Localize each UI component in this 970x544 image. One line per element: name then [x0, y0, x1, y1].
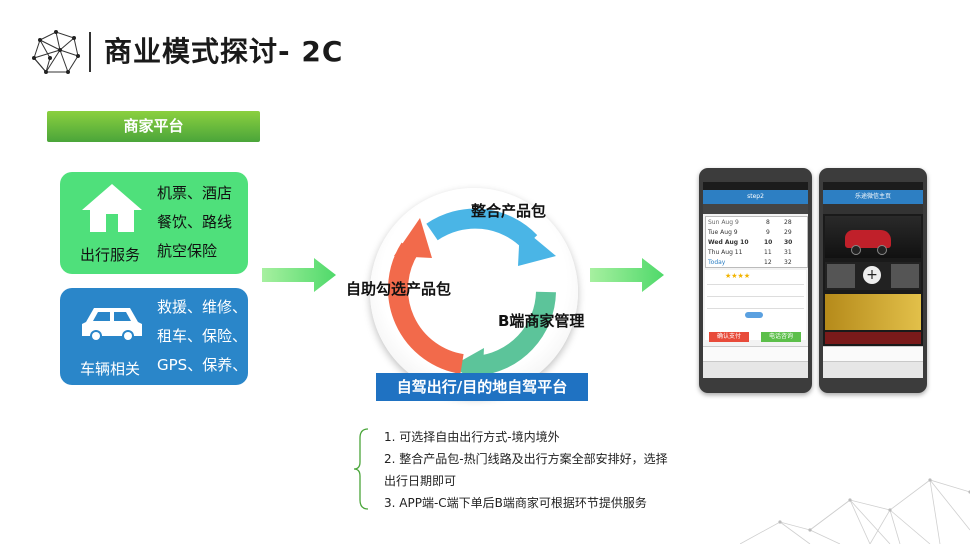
cycle-step-self-select: 自助勾选产品包: [346, 280, 452, 298]
car-icon: [82, 308, 142, 342]
add-icon[interactable]: +: [863, 266, 881, 284]
car-banner-image: [825, 216, 921, 258]
status-bar: [823, 182, 923, 190]
vehicle-service-label: 车辆相关: [80, 360, 141, 378]
right-arrow-icon: [590, 258, 664, 292]
list-item: 救援、维修、: [157, 298, 248, 316]
browser-nav-bar: [703, 361, 808, 378]
list-item: 租车、保险、: [157, 327, 248, 345]
decorative-mesh: [740, 478, 970, 544]
cycle-step-b-merchant: B端商家管理: [498, 312, 585, 330]
list-item: GPS、保养、: [157, 356, 248, 374]
promo-banner[interactable]: [825, 294, 921, 330]
status-bar: [703, 182, 808, 190]
call-consult-button[interactable]: 电话咨询: [761, 332, 801, 342]
phone-screen: 乐途微信主页 +: [823, 182, 923, 378]
cycle-step-integrate: 整合产品包: [471, 202, 547, 220]
vehicle-service-box: 车辆相关 救援、维修、 租车、保险、 GPS、保养、: [60, 288, 248, 385]
note-item: 1. 可选择自由出行方式-境内境外: [384, 430, 560, 444]
right-arrow-icon: [262, 258, 336, 292]
list-item: 航空保险: [157, 242, 218, 260]
browser-nav-bar: [823, 361, 923, 378]
phone-mockup-booking: step2 Sun Aug 9 Tue Aug 9 Wed Aug 10 Thu…: [699, 168, 812, 393]
toggle[interactable]: [745, 312, 763, 318]
vehicle-service-items: 救援、维修、 租车、保险、 GPS、保养、: [157, 293, 247, 380]
notes-list: 1. 可选择自由出行方式-境内境外 2. 整合产品包-热门线路及出行方案全部安排…: [384, 426, 674, 514]
travel-service-box: 出行服务 机票、酒店 餐饮、路线 航空保险: [60, 172, 248, 274]
form-area: ★★★★: [705, 270, 806, 340]
travel-service-items: 机票、酒店 餐饮、路线 航空保险: [157, 179, 232, 266]
date-picker[interactable]: Sun Aug 9 Tue Aug 9 Wed Aug 10 Thu Aug 1…: [705, 216, 808, 268]
curly-brace-icon: [353, 428, 369, 510]
confirm-pay-button[interactable]: 确认支付: [709, 332, 749, 342]
app-bar-title: step2: [703, 190, 808, 204]
promo-row: +: [825, 262, 921, 290]
platform-banner: 自驾出行/目的地自驾平台: [376, 373, 588, 401]
note-item: 2. 整合产品包-热门线路及出行方案全部安排好，选择出行日期即可: [384, 452, 668, 488]
sub-header: [703, 204, 808, 214]
house-icon: [82, 184, 142, 232]
rating-stars-icon: ★★★★: [725, 272, 751, 280]
tab-bar: [823, 346, 923, 361]
note-item: 3. APP端-C端下单后B端商家可根据环节提供服务: [384, 496, 647, 510]
phone-screen: step2 Sun Aug 9 Tue Aug 9 Wed Aug 10 Thu…: [703, 182, 808, 378]
app-bar-title: 乐途微信主页: [823, 190, 923, 204]
tab-bar: [703, 346, 808, 361]
title-divider: [89, 32, 91, 72]
merchant-platform-tag: 商家平台: [47, 111, 260, 142]
polygon-sphere-icon: [32, 30, 80, 74]
promo-strip: [825, 332, 921, 344]
phone-mockup-merchant: 乐途微信主页 +: [819, 168, 927, 393]
list-item: 餐饮、路线: [157, 213, 233, 231]
list-item: 机票、酒店: [157, 184, 233, 202]
sub-header: [823, 204, 923, 214]
travel-service-label: 出行服务: [80, 246, 141, 264]
page-title: 商业模式探讨- 2C: [104, 35, 344, 68]
